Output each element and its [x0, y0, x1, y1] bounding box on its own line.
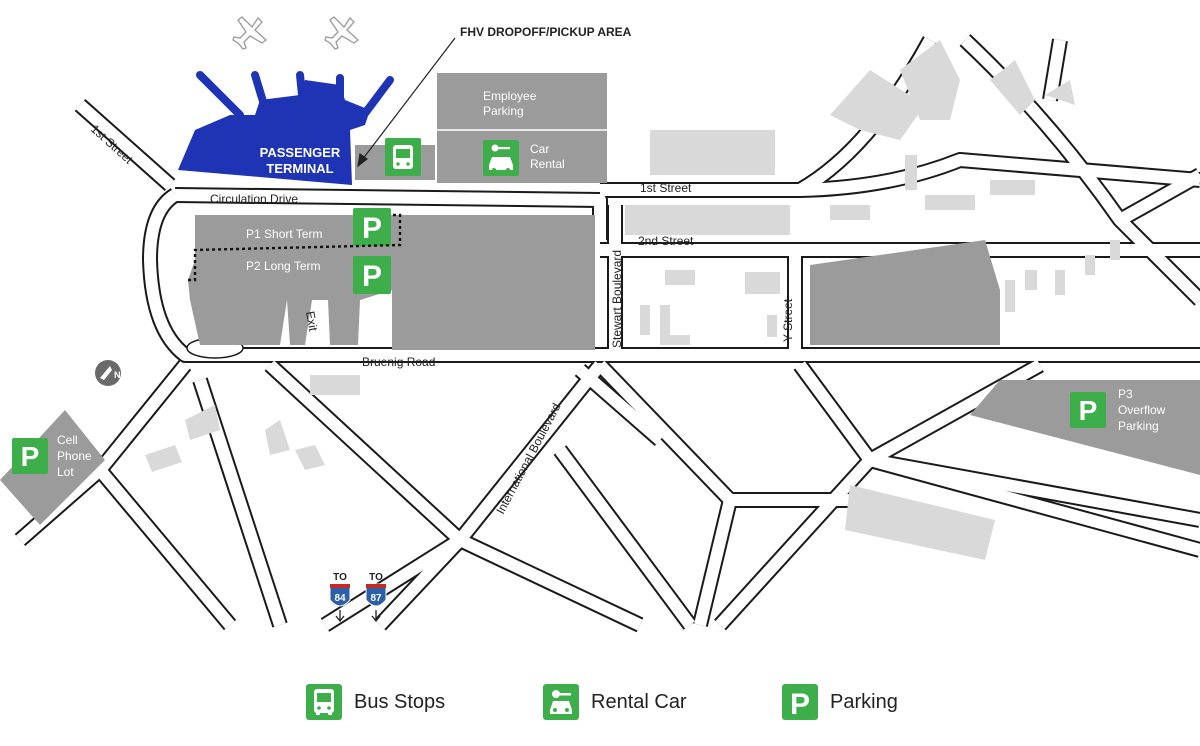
- street-label-stewart-boulevard: Stewart Boulevard: [610, 250, 624, 348]
- interstate-number: 87: [370, 593, 382, 604]
- airplane-icon: [324, 16, 360, 50]
- terminal-label-line2: TERMINAL: [266, 161, 333, 176]
- background-buildings: [145, 40, 1120, 560]
- parking-letter: P: [362, 212, 382, 245]
- parking-letter: P: [21, 441, 40, 472]
- north-label: N: [114, 370, 121, 380]
- legend-rental-car: Rental Car: [543, 684, 687, 720]
- fhv-callout-arrow: [357, 37, 456, 168]
- airplane-icon: [232, 16, 268, 50]
- legend-rental-car-label: Rental Car: [591, 690, 687, 713]
- p3-label-3: Parking: [1118, 419, 1159, 433]
- interstate-shield-icon: TO 87: [365, 572, 387, 623]
- walking-path: [188, 213, 402, 282]
- legend-parking: P Parking: [782, 684, 898, 720]
- street-label-bruenig-road: Bruenig Road: [362, 355, 435, 369]
- passenger-terminal: PASSENGER TERMINAL: [178, 71, 394, 185]
- rental-car-icon: [483, 140, 519, 176]
- street-label-2nd-street: 2nd Street: [638, 234, 694, 248]
- p3-label-1: P3: [1118, 387, 1133, 401]
- legend-bus-stops: Bus Stops: [306, 684, 445, 720]
- car-rental-label-1: Car: [530, 142, 549, 156]
- street-label-circulation-drive: Circulation Drive: [210, 192, 298, 206]
- interstate-to-label: TO: [333, 572, 347, 583]
- road-network: [14, 34, 1200, 633]
- legend-parking-label: Parking: [830, 690, 898, 713]
- p2-label: P2 Long Term: [246, 259, 321, 273]
- rental-car-icon: [543, 684, 579, 720]
- fhv-callout-label: FHV DROPOFF/PICKUP AREA: [460, 25, 632, 39]
- parking-letter: P: [790, 688, 810, 717]
- street-label-1st-street: 1st Street: [640, 181, 692, 195]
- street-label-y-street: Y Street: [781, 298, 795, 342]
- parking-icon-p3: P: [1070, 392, 1106, 428]
- legend-bus-stops-label: Bus Stops: [354, 690, 446, 713]
- parking-letter: P: [362, 260, 382, 293]
- parking-icon-p1: P: [353, 208, 391, 246]
- cell-phone-lot-label-1: Cell: [57, 433, 78, 447]
- car-rental-label-2: Rental: [530, 157, 565, 171]
- terminal-label-line1: PASSENGER: [260, 145, 341, 160]
- p1-label: P1 Short Term: [246, 227, 322, 241]
- north-arrow-icon: N: [95, 360, 121, 386]
- parking-icon: P: [782, 684, 818, 720]
- interstate-number: 84: [334, 593, 346, 604]
- interstate-to-label: TO: [369, 572, 383, 583]
- employee-parking-label-2: Parking: [483, 104, 524, 118]
- street-label-international-boulevard: International Boulevard: [493, 401, 563, 517]
- interstate-shield-icon: TO 84: [329, 572, 351, 623]
- employee-parking-label-1: Employee: [483, 89, 537, 103]
- bus-icon: [306, 684, 342, 720]
- cell-phone-lot-label-3: Lot: [57, 465, 74, 479]
- parking-icon-cell-lot: P: [12, 438, 48, 474]
- street-label-exit: Exit: [303, 310, 320, 333]
- cell-phone-lot-label-2: Phone: [57, 449, 92, 463]
- parking-icon-p2: P: [353, 256, 391, 294]
- bus-icon: [385, 138, 421, 176]
- parking-letter: P: [1079, 395, 1098, 426]
- p3-label-2: Overflow: [1118, 403, 1166, 417]
